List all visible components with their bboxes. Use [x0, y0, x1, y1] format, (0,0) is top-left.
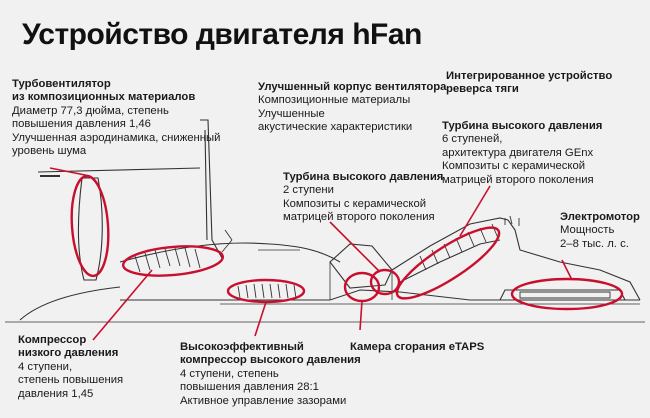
- callout-line: 4 ступени,: [18, 360, 73, 373]
- callout-line: матрицей второго поколения: [283, 211, 435, 224]
- callout-line: повышения давления 28:1: [180, 381, 319, 394]
- callout-line: давления 1,45: [18, 387, 94, 400]
- callout-line: 4 ступени, степень: [180, 367, 279, 380]
- callout-heading: компрессор высокого давления: [180, 354, 361, 367]
- callout-heading: Высокоэффективный: [180, 341, 304, 353]
- motor-highlight-ring: [510, 277, 624, 311]
- callout-heading: Электромотор: [560, 211, 640, 223]
- callout-heading: Турбина высокого давления: [283, 171, 444, 183]
- callout-line: Улучшенная аэродинамика, сниженный: [12, 131, 221, 144]
- callout-line: Улучшенные: [258, 107, 325, 120]
- callout-line: 2 ступени: [283, 184, 334, 197]
- lpt-leader: [459, 185, 491, 237]
- hpc-highlight-ring: [226, 278, 306, 304]
- fan-highlight-ring: [70, 174, 110, 278]
- callout-line: Композиционные материалы: [258, 94, 411, 107]
- lpc-highlight-ring: [121, 245, 225, 277]
- combustor-callout: Камера сгорания eTAPS: [350, 341, 484, 354]
- callout-heading: низкого давления: [18, 347, 119, 360]
- callout-line: Диаметр 77,3 дюйма, степень: [12, 104, 169, 117]
- callout-line: 6 ступеней,: [442, 133, 503, 146]
- callout-heading: Интегрированное устройство: [446, 70, 613, 82]
- leader-lines: [49, 167, 573, 341]
- callout-line: уровень шума: [12, 145, 87, 158]
- combustor-leader: [359, 300, 363, 331]
- callout-line: повышения давления 1,46: [12, 118, 151, 131]
- callout-line: акустические характеристики: [258, 121, 413, 134]
- callout-line: Композиты с керамической: [283, 197, 427, 210]
- motor-leader: [561, 259, 573, 281]
- callout-heading: Камера сгорания eTAPS: [350, 341, 485, 353]
- callout-heading: Улучшенный корпус вентилятора: [258, 81, 447, 93]
- fan-leader: [49, 167, 91, 177]
- lpc-leader: [92, 269, 153, 341]
- callout-line: степень повышения: [18, 374, 124, 387]
- callout-line: Активное управление зазорами: [180, 394, 347, 407]
- callout-heading: реверса тяги: [446, 83, 519, 96]
- hpc-leader: [254, 301, 267, 337]
- callout-heading: Компрессор: [18, 334, 87, 346]
- hpt-highlight-ring: [369, 268, 401, 296]
- callout-line: 2–8 тыс. л. с.: [560, 237, 629, 250]
- callout-line: матрицей второго поколения: [442, 173, 594, 186]
- page-title: Устройство двигателя hFan: [22, 18, 422, 51]
- callout-line: Мощность: [560, 224, 615, 237]
- red-highlight-rings: [70, 174, 624, 311]
- lpt-highlight-ring: [395, 226, 501, 300]
- callout-heading: Турбина высокого давления: [442, 120, 603, 132]
- callout-heading: из композиционных материалов: [12, 91, 196, 104]
- callout-line: Композиты с керамической: [442, 160, 586, 173]
- callout-line: архитектура двигателя GEnx: [442, 146, 594, 159]
- callout-heading: Турбовентилятор: [12, 78, 111, 90]
- hpt-leader: [329, 221, 381, 273]
